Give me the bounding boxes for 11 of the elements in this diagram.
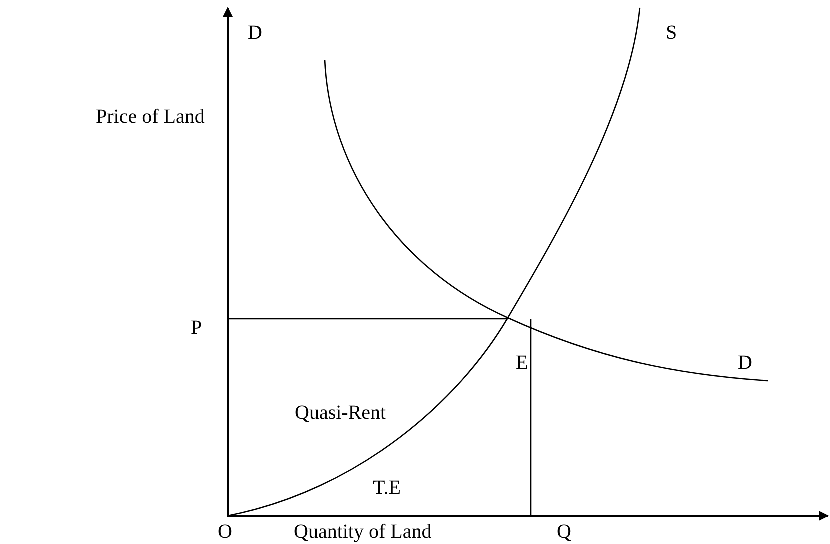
curve-label: D bbox=[248, 22, 262, 44]
axis-label: Quantity of Land bbox=[294, 521, 432, 543]
point-label: E bbox=[516, 352, 528, 374]
curve-label: S bbox=[666, 22, 678, 44]
origin-label: O bbox=[218, 521, 232, 543]
point-label: P bbox=[191, 317, 202, 339]
curve-label: D bbox=[738, 352, 752, 374]
area-label: Quasi-Rent bbox=[295, 402, 386, 424]
axis-label: Price of Land bbox=[96, 106, 205, 128]
point-label: Q bbox=[557, 521, 572, 543]
area-label: T.E bbox=[373, 477, 401, 499]
